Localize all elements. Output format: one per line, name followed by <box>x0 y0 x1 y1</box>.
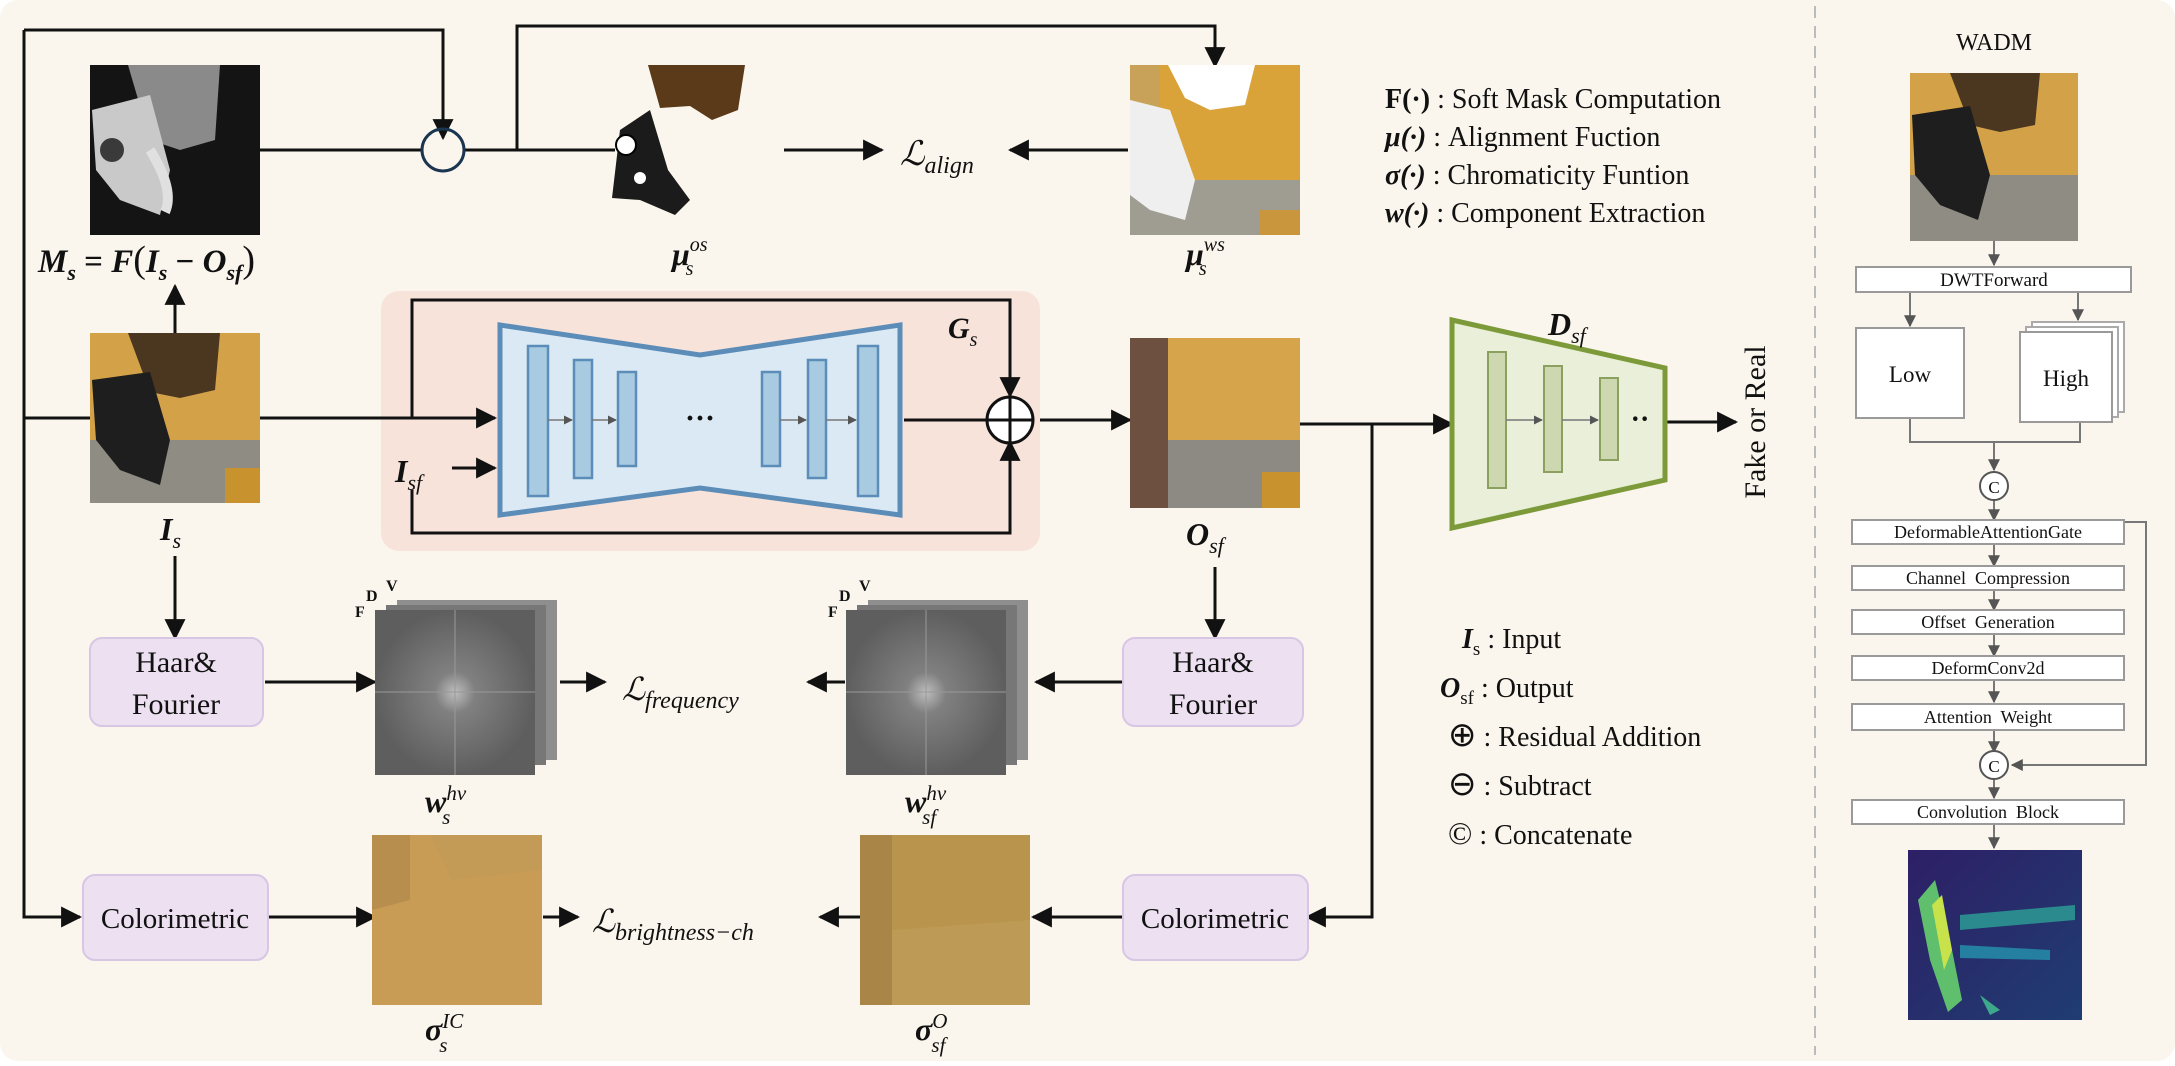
concat-icon <box>1979 750 2009 780</box>
chromaticity-map-left <box>372 835 542 1005</box>
chromaticity-map-right <box>860 835 1030 1005</box>
mu-ws-image <box>1130 65 1300 235</box>
haar-left-line2: Fourier <box>132 688 220 721</box>
concat-icon <box>1979 471 2009 501</box>
function-legend: F(·) : Soft Mask Computation μ(·) : Alig… <box>1383 84 1721 229</box>
haar-fourier-left: Haar& Fourier <box>89 637 264 727</box>
wadm-step-label: Channel Compression <box>1906 568 2070 588</box>
wadm-panel: WADM DWTForward Low <box>1851 30 2147 1020</box>
low-box <box>1855 327 1965 419</box>
legend-symbol-row: © : Concatenate <box>1448 815 1632 851</box>
svg-text:F: F <box>355 604 365 621</box>
colorimetric-right-label: Colorimetric <box>1141 903 1289 935</box>
high-box <box>2019 331 2113 423</box>
wadm-heatmap-image <box>1908 850 2082 1020</box>
conv-block-label: Convolution Block <box>1917 802 2059 822</box>
soft-mask-image <box>90 65 260 235</box>
wadm-title: WADM <box>1956 30 2032 56</box>
haar-right-line1: Haar& <box>1172 646 1254 679</box>
spectrum-stack-right <box>846 600 1028 775</box>
subtract-operator <box>420 127 466 173</box>
discriminator-ellipsis: ·· <box>1631 404 1650 435</box>
fdv-left: F D V <box>355 578 398 621</box>
spectrum-stack-left <box>375 600 557 775</box>
symbol-legend: Is : Input Osf : Output ⊕ : Residual Add… <box>1440 624 1701 851</box>
loss-brightness: ℒbrightness−ch <box>592 903 754 946</box>
legend-symbol-row: Osf : Output <box>1440 673 1574 709</box>
wadm-step-label: Offset Generation <box>1921 612 2055 632</box>
fake-or-real-label: Fake or Real <box>1739 345 1772 498</box>
haar-fourier-right: Haar& Fourier <box>1122 637 1304 727</box>
generator-loop <box>260 298 1021 535</box>
haar-left-line1: Haar& <box>135 646 217 679</box>
concat-label: C <box>1988 757 1999 776</box>
input-label: Is <box>159 511 181 553</box>
output-label: Osf <box>1186 516 1227 558</box>
svg-text:V: V <box>386 578 398 595</box>
wadm-step-box <box>1851 703 2125 731</box>
dwt-label: DWTForward <box>1940 270 2048 291</box>
legend-function-row: w(·) : Component Extraction <box>1385 198 1705 229</box>
svg-text:D: D <box>366 588 378 605</box>
low-label: Low <box>1889 362 1932 387</box>
wadm-step-label: DeformableAttentionGate <box>1894 522 2082 542</box>
generator-ellipsis: ··· <box>685 402 715 435</box>
legend-function-row: μ(·) : Alignment Fuction <box>1383 122 1660 153</box>
generator-network: ··· <box>497 322 903 518</box>
conv-block-box <box>1851 799 2125 825</box>
legend-symbol-row: ⊖ : Subtract <box>1448 766 1592 803</box>
loss-frequency: ℒfrequency <box>622 671 739 714</box>
wadm-step-label: Attention Weight <box>1924 707 2052 727</box>
legend-symbol-row: Is : Input <box>1461 624 1561 660</box>
legend-function-row: F(·) : Soft Mask Computation <box>1385 84 1721 115</box>
wadm-step-box <box>1851 609 2125 635</box>
mu-os-image <box>612 65 745 215</box>
legend-symbol-row: ⊕ : Residual Addition <box>1448 717 1701 754</box>
dwt-box <box>1855 266 2132 293</box>
svg-text:F: F <box>828 604 838 621</box>
output-image <box>1130 338 1300 508</box>
svg-text:V: V <box>859 578 871 595</box>
haar-right-line2: Fourier <box>1169 688 1257 721</box>
generator-input-label: Isf <box>394 453 425 495</box>
colorimetric-left-label: Colorimetric <box>101 903 249 935</box>
legend-function-row: σ(·) : Chromaticity Funtion <box>1385 160 1689 191</box>
high-label: High <box>2043 366 2090 391</box>
concat-label: C <box>1988 478 1999 497</box>
colorimetric-left: Colorimetric <box>82 874 269 961</box>
discriminator-label: Dsf <box>1547 306 1589 348</box>
generator-label: Gs <box>948 312 978 351</box>
wadm-step-label: DeformConv2d <box>1932 658 2045 678</box>
discriminator-network: ·· <box>1449 316 1668 532</box>
mask-equation: Ms = F(Is − Osf) <box>37 239 255 285</box>
wadm-step-box <box>1851 565 2125 591</box>
wadm-input-image <box>1910 73 2078 241</box>
colorimetric-right: Colorimetric <box>1122 874 1309 961</box>
wadm-step-box <box>1851 655 2125 681</box>
input-image <box>90 333 260 503</box>
loss-align: ℒalign <box>900 136 974 179</box>
fdv-right: F D V <box>828 578 871 621</box>
svg-text:D: D <box>839 588 851 605</box>
wadm-step-box <box>1851 519 2125 545</box>
